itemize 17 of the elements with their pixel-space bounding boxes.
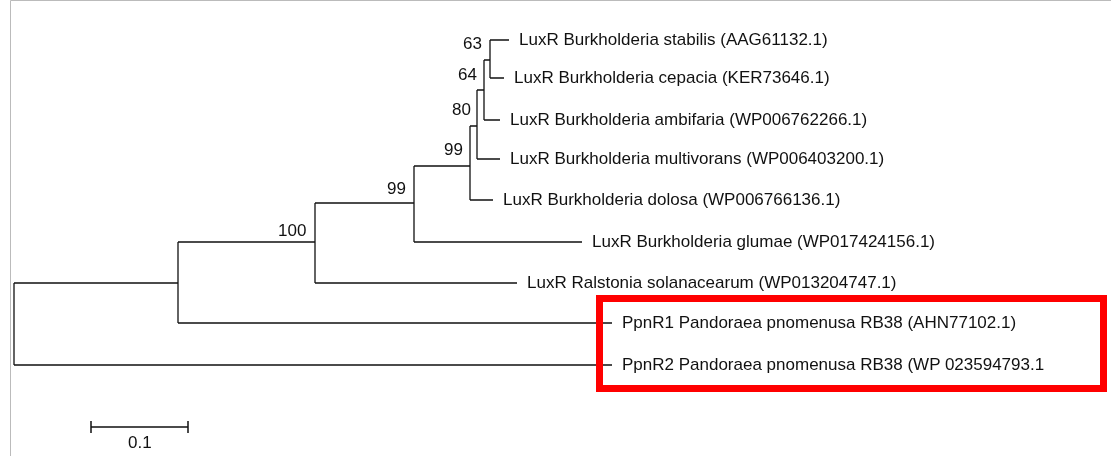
taxon-label: LuxR Burkholderia multivorans (WP006403200.1) [510,149,885,169]
taxon-label: LuxR Burkholderia ambifaria (WP006762266.1) [510,110,868,130]
taxon-label: PpnR2 Pandoraea pnomenusa RB38 (WP 023594793.1 [622,355,1045,375]
bootstrap-value: 63 [463,34,482,54]
taxon-label: LuxR Burkholderia dolosa (WP006766136.1) [503,190,841,210]
scale-value: 0.1 [128,433,152,453]
bootstrap-value: 100 [278,221,307,241]
bootstrap-value: 80 [452,100,471,120]
bootstrap-value: 64 [458,65,477,85]
taxon-label: LuxR Burkholderia glumae (WP017424156.1) [592,232,936,252]
bootstrap-value: 99 [444,140,463,160]
highlight-box [596,295,1107,392]
bootstrap-value: 99 [387,179,406,199]
taxon-label: LuxR Ralstonia solanacearum (WP013204747.1) [527,273,897,293]
taxon-label: LuxR Burkholderia cepacia (KER73646.1) [514,68,830,88]
taxon-label: LuxR Burkholderia stabilis (AAG61132.1) [519,30,828,50]
taxon-label: PpnR1 Pandoraea pnomenusa RB38 (AHN77102.1) [622,313,1017,333]
